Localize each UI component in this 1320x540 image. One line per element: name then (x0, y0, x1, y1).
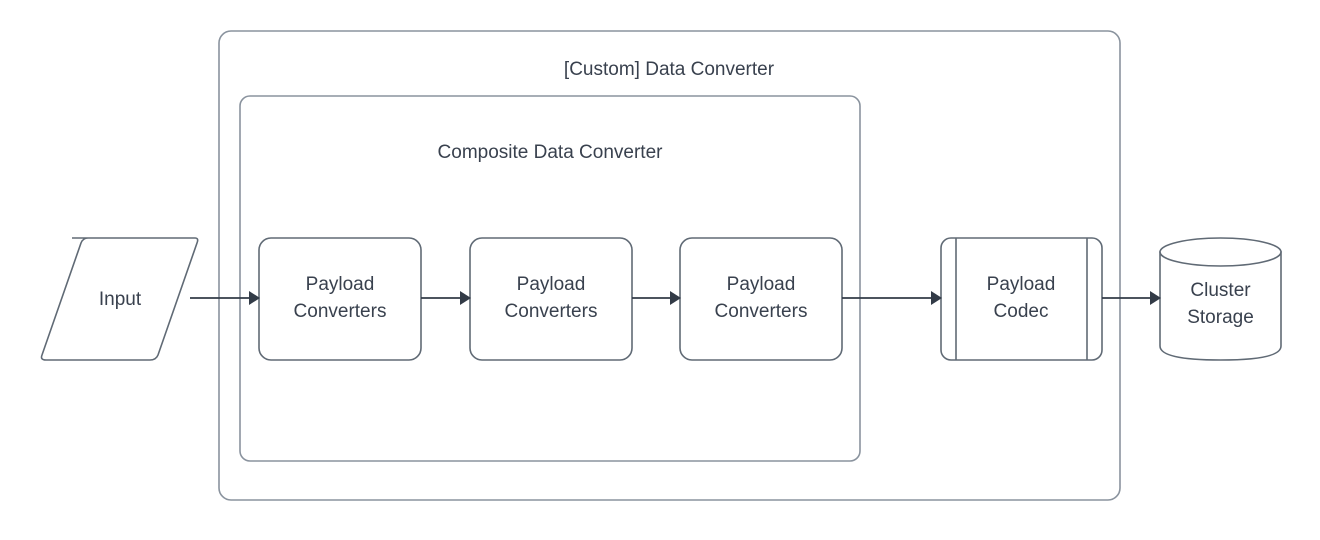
node-input-label: Input (99, 289, 142, 310)
edge-codec-to-storage-arrowhead (1150, 291, 1161, 305)
node-payload-converters-3[interactable] (679, 237, 843, 361)
node-cluster-storage-body[interactable] (1159, 251, 1282, 361)
node-payload-converters-3-label-line-1: Payload (727, 274, 796, 295)
node-payload-codec-label-line-1: Payload (987, 274, 1056, 295)
node-payload-converters-2-label-line-2: Converters (505, 301, 598, 322)
node-payload-codec-label-line-2: Codec (994, 301, 1049, 322)
node-payload-codec[interactable] (940, 237, 1103, 361)
edge-pc1-to-pc2-arrowhead (460, 291, 471, 305)
node-payload-converters-1-label-line-2: Converters (294, 301, 387, 322)
node-payload-converters-3-label-line-2: Converters (715, 301, 808, 322)
edge-input-to-pc1-arrowhead (249, 291, 260, 305)
container-composite-data-converter-label: Composite Data Converter (438, 142, 664, 163)
container-custom-data-converter-label: [Custom] Data Converter (564, 59, 775, 80)
node-cluster-storage-top (1159, 237, 1282, 267)
node-payload-converters-2-label-line-1: Payload (517, 274, 586, 295)
node-cluster-storage-label-line-1: Cluster (1190, 280, 1251, 301)
node-payload-converters-2[interactable] (469, 237, 633, 361)
node-input[interactable] (40, 237, 199, 361)
node-payload-converters-1-label-line-1: Payload (306, 274, 375, 295)
node-cluster-storage-label-line-2: Storage (1187, 307, 1254, 328)
node-payload-converters-1[interactable] (258, 237, 422, 361)
edge-pc2-to-pc3-arrowhead (670, 291, 681, 305)
edge-pc3-to-codec-arrowhead (931, 291, 942, 305)
